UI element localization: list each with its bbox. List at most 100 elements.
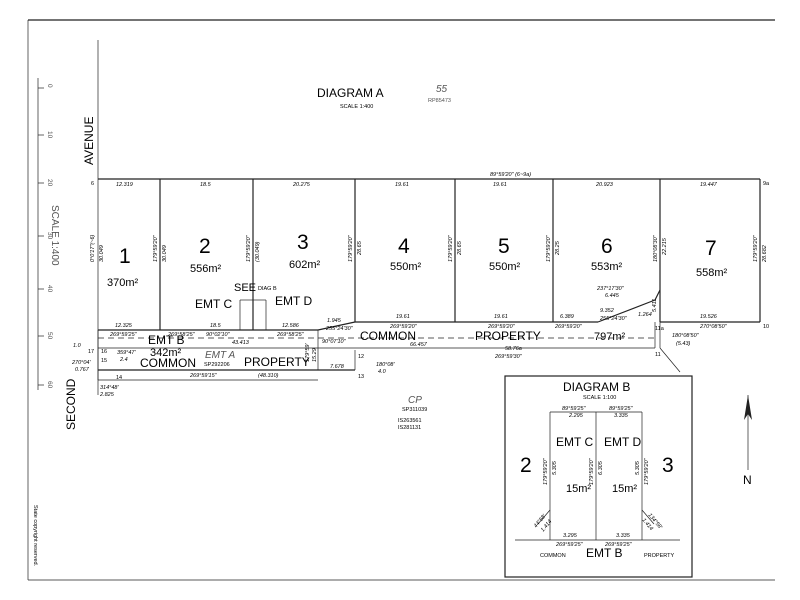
diagram-b-emt-b: EMT B xyxy=(586,546,622,560)
side-dim-5-bearing: 179°59'20" xyxy=(546,234,552,262)
scale-label: SCALE 1:400 xyxy=(49,205,60,266)
diagram-b-scale: SCALE 1:100 xyxy=(583,395,616,401)
lots-outline xyxy=(97,178,761,381)
left-dim-7: 2.825 xyxy=(99,392,115,398)
corner-16: 16 xyxy=(101,349,107,355)
side-dim-7-bearing: 179°59'20" xyxy=(753,234,759,262)
corner-15: 15 xyxy=(101,358,107,364)
lot6-diag-len: 6.445 xyxy=(605,293,620,299)
emt-a-ref: SP292206 xyxy=(204,362,230,368)
dim-b6-bearing: 269°59'20" xyxy=(389,324,418,330)
dim-b3-len: 43.413 xyxy=(232,340,250,346)
side-dim-6-bearing: 180°08'30" xyxy=(653,234,659,262)
diagram-b-emt-c: EMT C xyxy=(556,435,593,449)
diagram-a-title: DIAGRAM A xyxy=(317,86,384,100)
road-avenue-label: AVENUE xyxy=(82,117,96,165)
top-dim-lot4: 19.61 xyxy=(395,182,409,188)
cp-bottom-bearing: 269°59'30" xyxy=(494,354,523,360)
corner-11: 11 xyxy=(655,352,661,358)
lot-1-number: 1 xyxy=(119,245,131,268)
side-dim-1-len: 30.049 xyxy=(162,245,168,262)
side-dim-7-len: 28.682 xyxy=(762,245,768,263)
diagram-b-title: DIAGRAM B xyxy=(563,380,630,394)
side-dim-1-bearing: 179°59'20" xyxy=(153,234,159,262)
lot-5-number: 5 xyxy=(498,235,510,258)
dim-b10-bearing: 270°08'50" xyxy=(699,324,728,330)
db-bot-d-len: 3.335 xyxy=(616,533,631,539)
side-dim-2-len: (30.049) xyxy=(255,241,261,262)
corner-13: 13 xyxy=(358,374,364,380)
cp-ref-3: IS281131 xyxy=(398,425,421,431)
scale-bar: 0 10 20 30 40 50 60 SCALE 1:400 xyxy=(37,78,60,390)
mid-len: 7.678 xyxy=(330,364,345,370)
corner-11a: 11a xyxy=(655,326,665,332)
scale-tick-60: 60 xyxy=(46,381,53,389)
side-dim-4-bearing: 179°59'20" xyxy=(448,234,454,262)
emt-cd-strips xyxy=(239,299,267,330)
corner-12: 12 xyxy=(358,354,364,360)
side-dim-6-len: 22.215 xyxy=(662,237,668,256)
property-label: PROPERTY xyxy=(475,329,541,343)
db-bot-c-len: 3.295 xyxy=(563,533,578,539)
dim-b6: 19.61 xyxy=(396,314,410,320)
lot-5-area: 550m² xyxy=(489,261,521,273)
low-len: (48.310) xyxy=(258,373,279,379)
lot-6-number: 6 xyxy=(601,235,613,258)
dim-b1-bearing: 269°59'25" xyxy=(109,332,138,338)
left-dim-1: 1.0 xyxy=(73,343,82,349)
db-d-right-bearing: 179°59'20" xyxy=(644,457,650,485)
side-dim-2-bearing: 179°59'20" xyxy=(246,234,252,262)
db-top-c-len: 2.295 xyxy=(568,413,584,419)
diagram-b xyxy=(504,375,693,578)
dim-b10: 19.526 xyxy=(700,314,718,320)
lot6-diag-bearing: 237°17'30" xyxy=(596,286,625,292)
diag-b-ref: DIAG B xyxy=(258,286,277,292)
cp-len: 66.457 xyxy=(410,342,428,348)
side-dim-0-bearing: 0°0'17"(~6) xyxy=(90,234,96,262)
dim-b7: 19.61 xyxy=(494,314,508,320)
left-dim-2: 270°04' xyxy=(71,360,91,366)
see-label: SEE xyxy=(234,282,256,294)
emt-a-label: EMT A xyxy=(205,350,236,361)
scale-tick-0: 0 xyxy=(46,84,53,88)
db-bot-c-bearing: 269°59'25" xyxy=(555,542,584,548)
road-second-label: SECOND xyxy=(64,378,78,430)
common-label: COMMON xyxy=(360,329,416,343)
emt-b-area: 342m² xyxy=(150,347,182,359)
diagram-b-emt-d: EMT D xyxy=(604,435,641,449)
diagram-b-emt-c-area: 15m² xyxy=(566,483,591,495)
lot-1-area: 370m² xyxy=(107,277,139,289)
db-bot-d-bearing: 269°59'25" xyxy=(604,542,633,548)
side-dim-4-len: 28.65 xyxy=(457,240,463,256)
emt-c-label: EMT C xyxy=(195,297,232,311)
right-len: (5.43) xyxy=(676,341,691,347)
diagram-b-property: PROPERTY xyxy=(644,553,674,559)
db-top-c-bearing: 89°59'25" xyxy=(562,406,587,412)
lot-2-area: 556m² xyxy=(190,263,222,275)
side-dim-5-len: 28.25 xyxy=(555,240,561,256)
common-area: 797m² xyxy=(594,331,626,343)
corner-6: 6 xyxy=(91,181,94,187)
dim-b9: 9.352 xyxy=(600,308,614,314)
corner-14: 14 xyxy=(116,375,122,381)
dim-b11: 1.264 xyxy=(638,312,652,318)
cp-ref-1: SP311039 xyxy=(402,407,427,413)
lot-4-area: 550m² xyxy=(390,261,422,273)
dim-b3: 90°02'10" xyxy=(206,332,231,338)
lot-4-number: 4 xyxy=(398,235,410,258)
db-top-d-bearing: 89°59'25" xyxy=(609,406,634,412)
diagram-b-common: COMMON xyxy=(540,553,566,559)
cp-ref-2: IS263561 xyxy=(398,418,422,424)
left-dim-5: 2.4 xyxy=(119,357,128,363)
scale-tick-30: 30 xyxy=(46,232,53,240)
lower-common-label: COMMON xyxy=(140,356,196,370)
emt-d-label: EMT D xyxy=(275,294,312,308)
corner-9a: 9a xyxy=(763,181,770,187)
copyright-note: State copyright reserved. xyxy=(32,505,38,567)
top-dim-lot1: 12.319 xyxy=(116,182,133,188)
dim-b8: 6.389 xyxy=(560,314,574,320)
lot-2-number: 2 xyxy=(199,235,211,258)
top-bearing: 89°59'20" (6~9a) xyxy=(490,172,531,178)
